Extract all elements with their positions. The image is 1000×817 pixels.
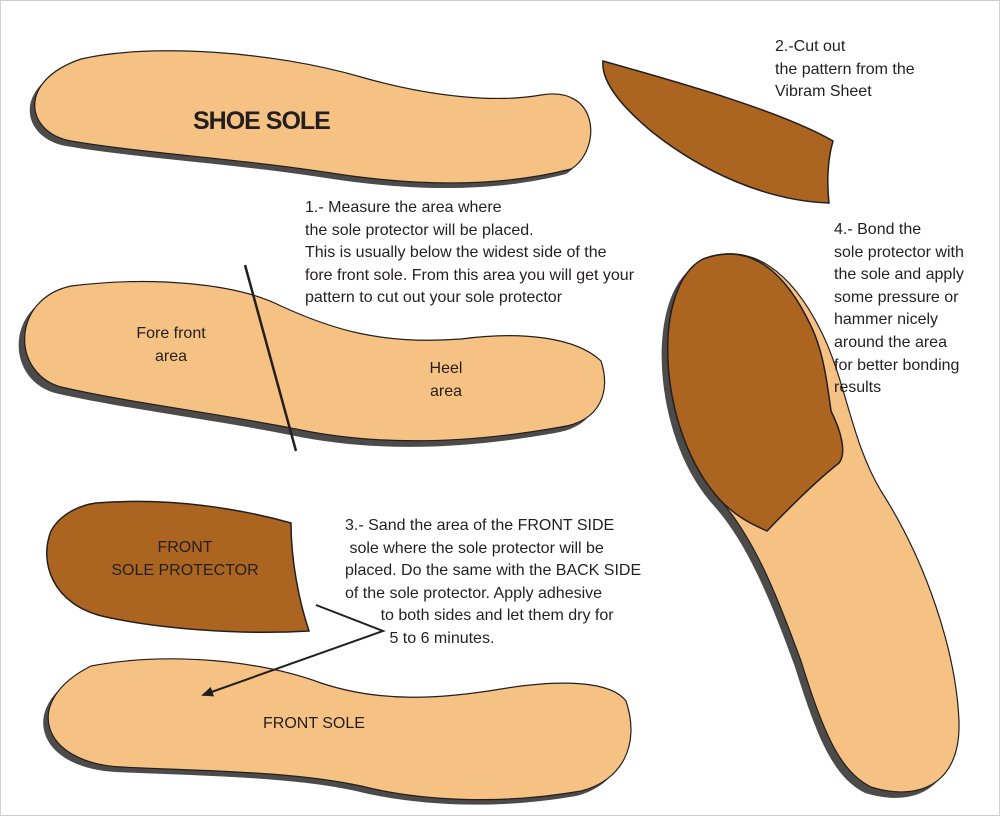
heel-area-label: Heel area <box>429 360 463 400</box>
bonded-sole-shape <box>661 253 960 798</box>
bond-arrow <box>201 604 386 697</box>
front-sole-protector-label: FRONT SOLE PROTECTOR <box>111 539 259 579</box>
front-sole-label: FRONT SOLE <box>263 715 365 732</box>
step-3-text: 3.- Sand the area of the FRONT SIDE sole… <box>345 517 642 647</box>
fore-front-area-label: Fore front area <box>136 325 206 365</box>
measure-line <box>243 264 298 452</box>
cut-protector-shape <box>602 60 834 204</box>
measured-sole-shape <box>18 281 606 447</box>
step-1-text: 1.- Measure the area where the sole prot… <box>305 199 635 307</box>
shoe-sole-title: SHOE SOLE <box>193 107 331 135</box>
step-4-text: 4.- Bond the sole protector with the sol… <box>834 221 964 397</box>
step-2-text: 2.-Cut out the pattern from the Vibram S… <box>775 38 915 101</box>
front-sole-shape <box>43 658 632 805</box>
shoe-sole-shape <box>29 50 592 189</box>
front-sole-protector-shape <box>46 500 311 633</box>
